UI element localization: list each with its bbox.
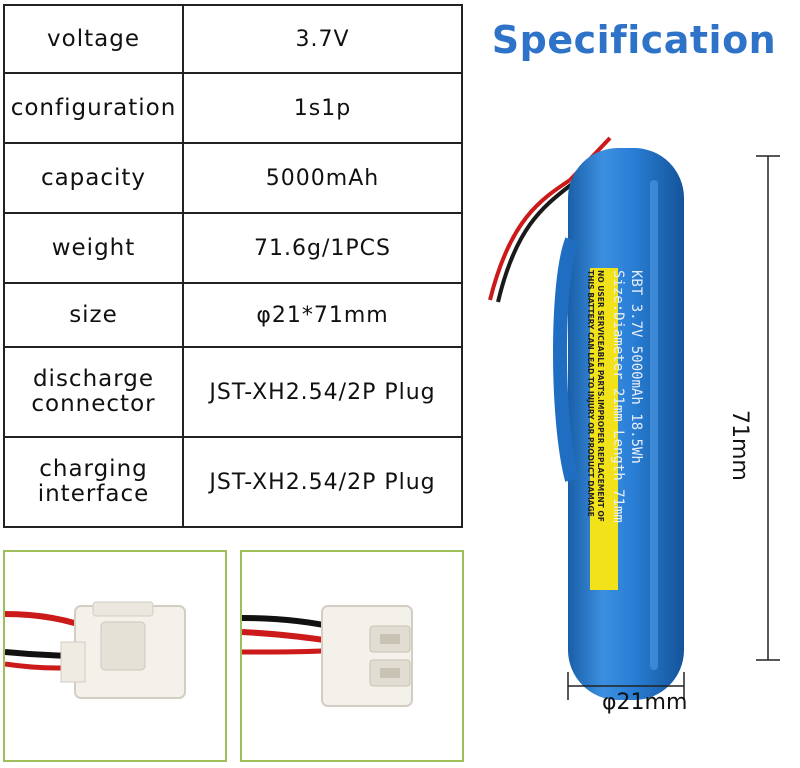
spec-row-configuration: configuration 1s1p [5,74,461,144]
battery-printed-text: KBT 3.7V 5000mAh 18.5Wh Size:Diameter 21… [610,270,644,523]
jst-connector-housing [321,605,413,707]
spec-value: 3.7V [295,26,350,52]
spec-value: 1s1p [293,95,352,121]
spec-row-capacity: capacity 5000mAh [5,144,461,214]
battery-illustration: NO USER SERVICEABLE PARTS.IMPROPER REPLA… [488,136,780,700]
spec-row-size: size φ21*71mm [5,284,461,348]
spec-value: φ21*71mm [256,302,389,328]
warning-text: NO USER SERVICEABLE PARTS.IMPROPER REPLA… [586,270,605,522]
spec-key: charging interface [5,438,184,526]
page-title: Specification [491,18,777,62]
connector-front-photo [240,550,464,762]
spec-key: discharge connector [5,348,184,436]
red-wire [488,178,572,301]
svg-text:NO USER SERVICEABLE PARTS.IMPR: NO USER SERVICEABLE PARTS.IMPROPER REPLA… [596,270,605,522]
spec-row-voltage: voltage 3.7V [5,6,461,74]
spec-value: 71.6g/1PCS [254,235,391,261]
svg-text:THIS BATTERY CAN LEAD TO INJUR: THIS BATTERY CAN LEAD TO INJURY OR PRODU… [586,270,595,517]
spec-key: weight [5,214,184,282]
spec-row-discharge-connector: discharge connector JST-XH2.54/2P Plug [5,348,461,438]
spec-table: voltage 3.7V configuration 1s1p capacity… [3,4,463,528]
spec-row-charging-interface: charging interface JST-XH2.54/2P Plug [5,438,461,526]
wire-channel [553,237,579,482]
spec-value: 5000mAh [265,165,380,191]
spec-row-weight: weight 71.6g/1PCS [5,214,461,284]
diameter-dimension-label: φ21mm [602,690,688,715]
svg-text:KBT 3.7V 5000mAh 18.5Wh: KBT 3.7V 5000mAh 18.5Wh [628,270,644,464]
spec-key: voltage [5,6,184,72]
svg-text:Size:Diameter 21mm Length 71mm: Size:Diameter 21mm Length 71mm [610,270,626,523]
warning-label [590,268,618,590]
black-wire [496,182,574,303]
spec-value: JST-XH2.54/2P Plug [209,469,436,495]
spec-key: size [5,284,184,346]
spec-value: JST-XH2.54/2P Plug [209,379,436,405]
height-dimension-label: 71mm [727,410,752,481]
spec-key: capacity [5,144,184,212]
connector-side-photo [3,550,227,762]
spec-key: configuration [5,74,184,142]
